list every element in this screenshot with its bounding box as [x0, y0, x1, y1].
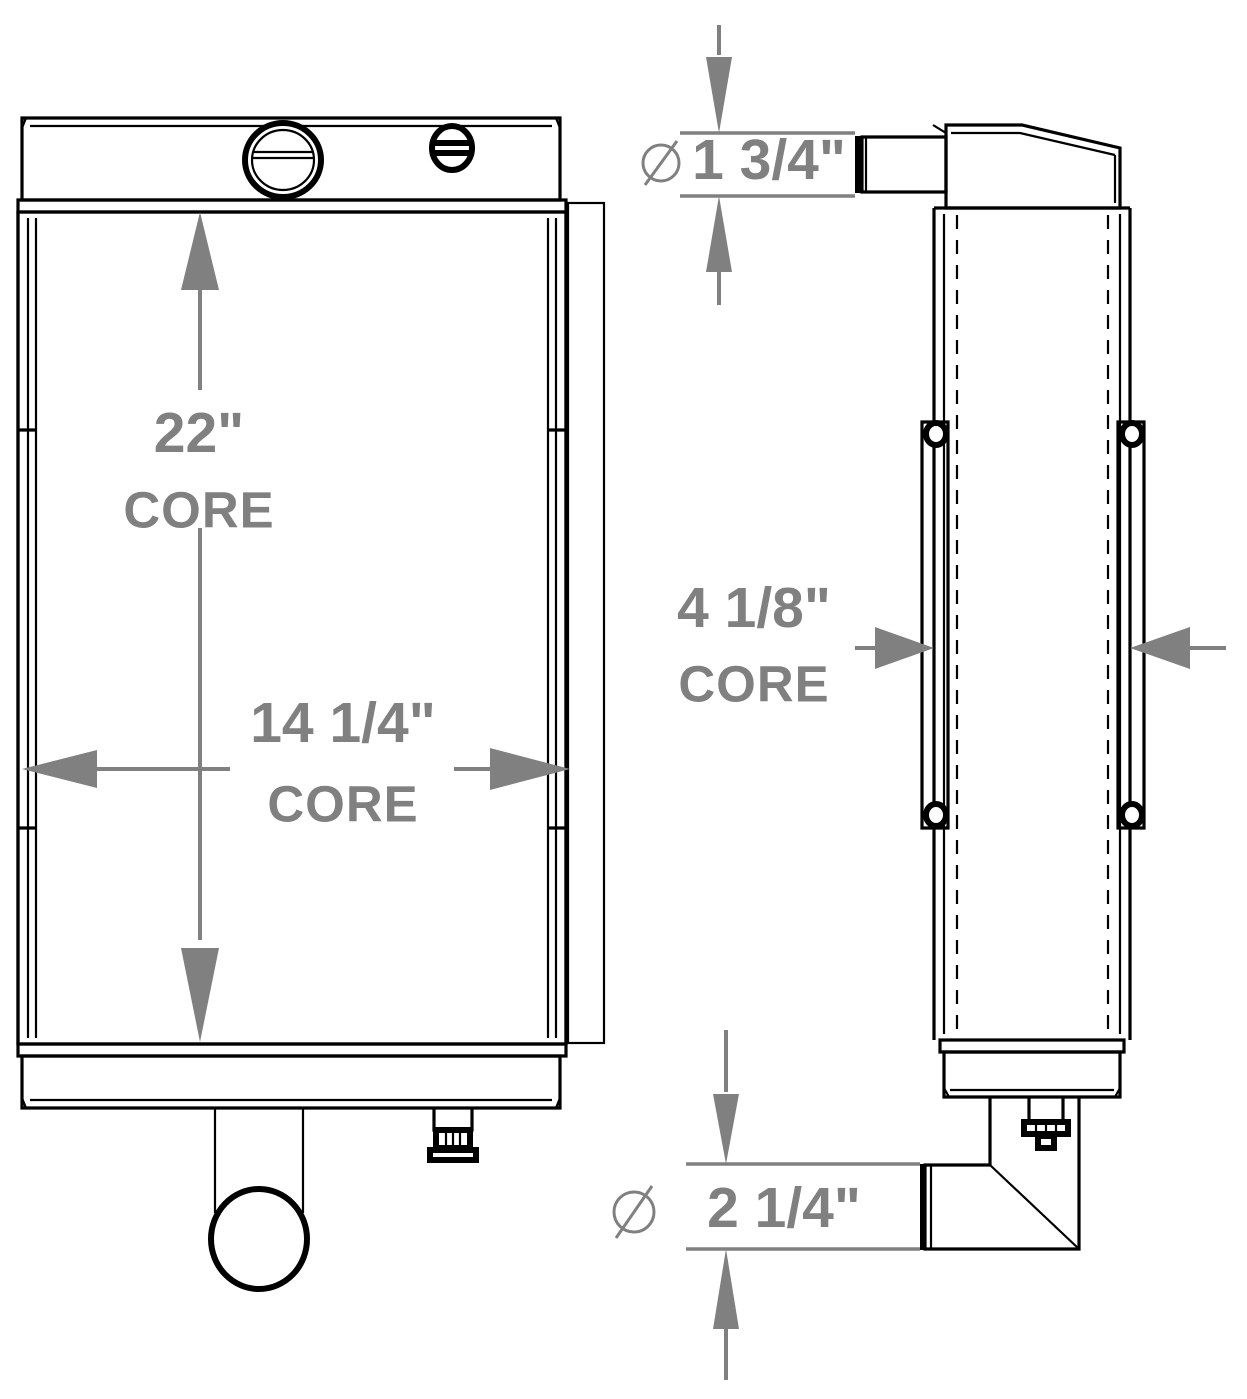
dimension-inlet-diameter: 1 3/4" [641, 25, 855, 305]
dimension-core-depth: 4 1/8" CORE [677, 576, 1226, 712]
dimension-core-height: 22" CORE [123, 212, 274, 1042]
drain-petcock-icon [427, 1108, 479, 1163]
inlet-tube [855, 135, 948, 194]
dimension-core-width-note: CORE [267, 775, 418, 832]
dimension-core-width: 14 1/4" CORE [22, 691, 570, 832]
overflow-fitting-icon [429, 123, 475, 173]
dimension-core-width-value: 14 1/4" [250, 691, 436, 755]
dimension-inlet-diameter-value: 1 3/4" [692, 128, 846, 192]
mount-bracket-icon [920, 420, 1146, 830]
dimension-core-depth-value: 4 1/8" [677, 576, 831, 640]
dimension-core-height-note: CORE [123, 481, 274, 538]
front-view-rear-panel [566, 201, 606, 1045]
dimension-core-height-value: 22" [154, 401, 244, 465]
front-view-bottom-tank [16, 1042, 568, 1110]
front-view-core [16, 210, 568, 1046]
dimension-outlet-diameter: 2 1/4" [612, 1030, 920, 1380]
outlet-tube [208, 1108, 310, 1292]
outlet-elbow [920, 1097, 1081, 1251]
front-view: 22" CORE 14 1/4" CORE [16, 116, 606, 1292]
side-view-bottom-tank [938, 1038, 1126, 1099]
filler-neck-icon [242, 120, 324, 200]
side-view: 1 3/4" 4 1/8" CORE [612, 25, 1226, 1380]
dimension-outlet-diameter-value: 2 1/4" [707, 1176, 861, 1240]
side-view-core [932, 208, 1132, 1040]
diameter-symbol-icon-2 [612, 1185, 656, 1239]
diameter-symbol-icon [641, 140, 681, 186]
side-view-top-tank [932, 123, 1130, 210]
side-drain-petcock-icon [1021, 1097, 1071, 1151]
dimension-core-depth-note: CORE [678, 655, 829, 712]
